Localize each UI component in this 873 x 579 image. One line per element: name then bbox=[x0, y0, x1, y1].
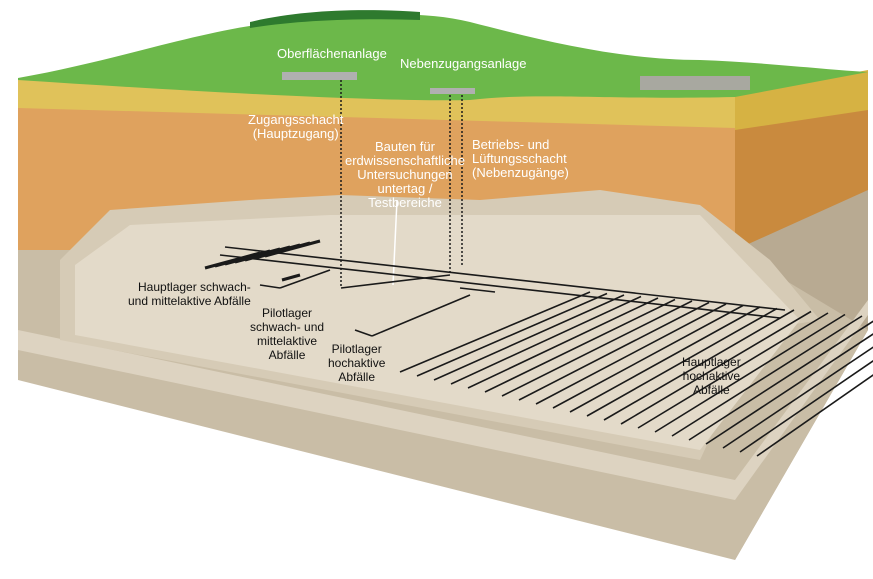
label-line: und mittelaktive Abfälle bbox=[128, 294, 251, 308]
label-line: Pilotlager bbox=[262, 306, 313, 320]
label-line: Untersuchungen bbox=[357, 167, 453, 182]
main-access-tunnel bbox=[224, 246, 786, 311]
village bbox=[640, 76, 750, 90]
surface-facility-building bbox=[282, 72, 357, 80]
label-earth-science-structures: Bauten für erdwissenschaftliche Untersuc… bbox=[345, 140, 465, 210]
label-line: untertag / bbox=[377, 181, 433, 196]
hlw-emplacement-tunnel bbox=[450, 295, 642, 385]
hlw-emplacement-tunnel bbox=[569, 306, 761, 413]
hlw-emplacement-tunnel bbox=[467, 297, 659, 389]
hlw-emplacement-tunnel bbox=[586, 307, 778, 417]
hlw-emplacement-tunnel bbox=[688, 320, 873, 441]
main-access-tunnel bbox=[219, 254, 781, 319]
hlw-emplacement-tunnel bbox=[705, 333, 873, 445]
right-face-yellow bbox=[735, 70, 868, 130]
hlw-emplacement-tunnel bbox=[535, 303, 727, 405]
label-main-repository-lil: Hauptlager schwach- und mittelaktive Abf… bbox=[128, 280, 251, 308]
hlw-emplacement-tunnel bbox=[756, 374, 873, 457]
hlw-emplacement-tunnel bbox=[552, 304, 744, 409]
host-rock-floor bbox=[75, 215, 800, 450]
label-line: (Hauptzugang) bbox=[252, 126, 339, 141]
hlw-emplacement-tunnel bbox=[603, 309, 795, 421]
forest bbox=[250, 10, 420, 28]
label-line: (Nebenzugänge) bbox=[472, 165, 569, 180]
label-surface-facility: Oberflächenanlage bbox=[277, 46, 387, 61]
label-line: Testbereiche bbox=[368, 195, 442, 210]
label-pilot-repository-hlw: Pilotlager hochaktive Abfälle bbox=[328, 342, 385, 384]
pilot-hlw-tunnel bbox=[459, 287, 496, 293]
hlw-emplacement-tunnel bbox=[722, 346, 873, 449]
label-operation-ventilation-shaft: Betriebs- und Lüftungsschacht (Nebenzugä… bbox=[472, 138, 569, 180]
hlw-emplacement-tunnel bbox=[654, 313, 846, 433]
label-line: schwach- und bbox=[250, 320, 325, 334]
hlw-emplacement-tunnel bbox=[399, 291, 591, 373]
label-line: Abfälle bbox=[338, 370, 376, 384]
pilot-lil-tunnel bbox=[279, 269, 331, 289]
label-line: Hauptlager bbox=[682, 355, 741, 369]
pilot-hlw-tunnel bbox=[354, 329, 373, 337]
label-secondary-access-facility: Nebenzugangsanlage bbox=[400, 56, 527, 71]
hlw-emplacement-tunnel bbox=[484, 298, 676, 393]
lil-cavern bbox=[264, 239, 321, 258]
hlw-emplacement-tunnel bbox=[637, 312, 829, 429]
pilot-lil-tunnel bbox=[259, 284, 281, 289]
hlw-emplacement-tunnel bbox=[416, 292, 608, 377]
label-line: hochaktive bbox=[328, 356, 386, 370]
test-area-pointer bbox=[392, 199, 398, 286]
hlw-emplacement-tunnel bbox=[620, 310, 812, 425]
label-line: hochaktive bbox=[682, 369, 741, 383]
right-face-orange bbox=[735, 85, 868, 250]
label-line: Abfälle bbox=[693, 383, 730, 397]
pilot-lil-cavern bbox=[281, 273, 301, 282]
tunnel-network bbox=[204, 239, 873, 457]
label-pilot-repository-lil: Pilotlager schwach- und mittelaktive Abf… bbox=[250, 306, 324, 362]
label-line: Abfälle bbox=[268, 348, 306, 362]
label-line: Zugangsschacht bbox=[248, 112, 344, 127]
hlw-emplacement-tunnel bbox=[739, 360, 873, 453]
pilot-hlw-tunnel bbox=[371, 294, 471, 337]
hlw-emplacement-tunnel bbox=[501, 300, 693, 397]
hlw-emplacement-tunnel bbox=[671, 315, 863, 437]
shaft-connector bbox=[340, 274, 451, 289]
label-line: Bauten für bbox=[374, 139, 435, 154]
hlw-emplacement-tunnel bbox=[433, 294, 625, 381]
label-line: erdwissenschaftliche bbox=[345, 153, 465, 168]
label-line: Lüftungsschacht bbox=[472, 151, 567, 166]
label-line: Betriebs- und bbox=[472, 137, 550, 152]
label-access-shaft: Zugangsschacht (Hauptzugang) bbox=[248, 113, 343, 141]
label-line: Hauptlager schwach- bbox=[138, 280, 251, 294]
shafts bbox=[340, 80, 463, 288]
hlw-emplacement-tunnel bbox=[518, 301, 710, 401]
secondary-facility-building bbox=[430, 88, 475, 94]
label-line: Pilotlager bbox=[331, 342, 382, 356]
label-line: mittelaktive bbox=[257, 334, 318, 348]
label-main-repository-hlw: Hauptlager hochaktive Abfälle bbox=[682, 355, 741, 397]
